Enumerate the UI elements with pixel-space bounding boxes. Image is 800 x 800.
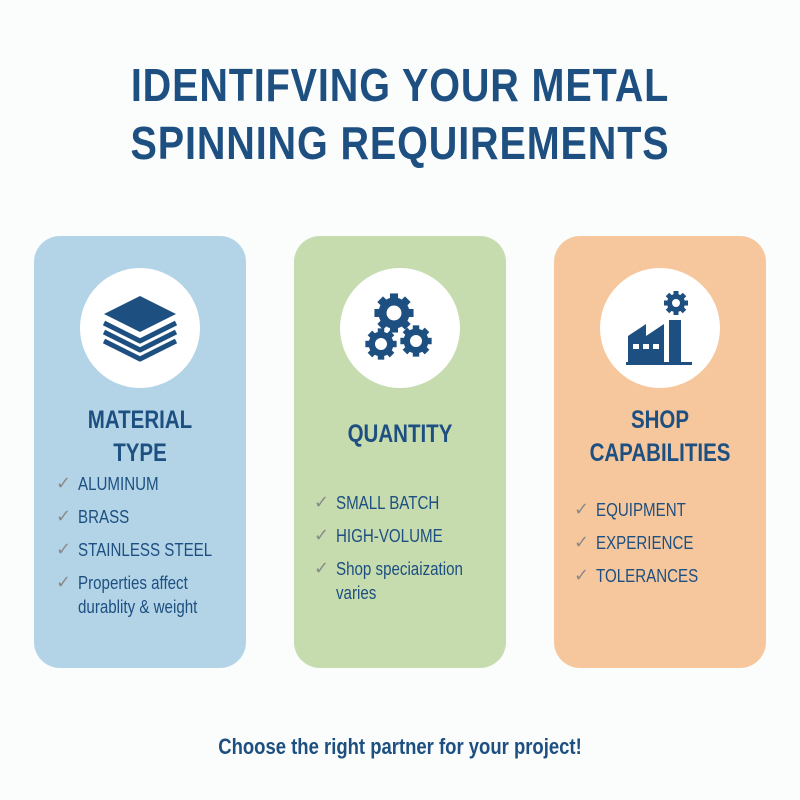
layers-icon bbox=[102, 296, 178, 362]
checkmark-icon: ✓ bbox=[574, 565, 590, 585]
item-text: HIGH-VOLUME bbox=[336, 526, 443, 546]
page-title: IDENTIFVING YOUR METAL SPINNING REQUIREM… bbox=[56, 56, 744, 172]
heading-line-2: CAPABILITIES bbox=[589, 439, 731, 467]
checkmark-icon: ✓ bbox=[56, 572, 72, 592]
heading-line-2: TYPE bbox=[113, 439, 167, 467]
checklist: ✓ EQUIPMENT ✓ EXPERIENCE ✓ TOLERANCES bbox=[574, 498, 764, 597]
item-text: Shop speciaization varies bbox=[336, 557, 463, 605]
card-quantity: QUANTITY ✓ SMALL BATCH ✓ HIGH-VOLUME ✓ S… bbox=[294, 236, 506, 668]
icon-circle bbox=[80, 268, 200, 388]
card-heading: MATERIAL TYPE bbox=[53, 404, 227, 470]
item-text: BRASS bbox=[78, 507, 130, 527]
icon-circle bbox=[340, 268, 460, 388]
gears-icon bbox=[364, 292, 436, 364]
checkmark-icon: ✓ bbox=[574, 532, 590, 552]
heading-line-1: MATERIAL bbox=[87, 406, 193, 434]
checkmark-icon: ✓ bbox=[56, 506, 72, 526]
factory-gear-icon bbox=[626, 291, 692, 365]
item-text: ALUMINUM bbox=[78, 474, 159, 494]
list-item: ✓ SMALL BATCH bbox=[314, 491, 504, 515]
card-material-type: MATERIAL TYPE ✓ ALUMINUM ✓ BRASS ✓ STAIN… bbox=[34, 236, 246, 668]
heading-line-1: QUANTITY bbox=[347, 420, 453, 448]
item-text: EQUIPMENT bbox=[596, 500, 686, 520]
list-item: ✓ ALUMINUM bbox=[56, 472, 246, 496]
checkmark-icon: ✓ bbox=[314, 492, 330, 512]
item-text: EXPERIENCE bbox=[596, 533, 694, 553]
item-text-line-2: varies bbox=[336, 583, 377, 603]
list-item: ✓ HIGH-VOLUME bbox=[314, 524, 504, 548]
list-item: ✓ Properties affect durablity & weight bbox=[56, 571, 246, 619]
checkmark-icon: ✓ bbox=[56, 539, 72, 559]
checkmark-icon: ✓ bbox=[314, 558, 330, 578]
title-line-2: SPINNING REQUIREMENTS bbox=[130, 117, 670, 169]
list-item: ✓ BRASS bbox=[56, 505, 246, 529]
list-item: ✓ Shop speciaization varies bbox=[314, 557, 504, 605]
card-heading: QUANTITY bbox=[313, 418, 487, 451]
list-item: ✓ TOLERANCES bbox=[574, 564, 764, 588]
item-text-line-1: Shop speciaization bbox=[336, 559, 463, 579]
list-item: ✓ EQUIPMENT bbox=[574, 498, 764, 522]
item-text-line-2: durablity & weight bbox=[78, 597, 198, 617]
item-text: SMALL BATCH bbox=[336, 493, 440, 513]
checkmark-icon: ✓ bbox=[314, 525, 330, 545]
item-text-line-1: Properties affect bbox=[78, 573, 188, 593]
item-text: STAINLESS STEEL bbox=[78, 540, 213, 560]
checklist: ✓ SMALL BATCH ✓ HIGH-VOLUME ✓ Shop speci… bbox=[314, 491, 504, 614]
list-item: ✓ EXPERIENCE bbox=[574, 531, 764, 555]
checkmark-icon: ✓ bbox=[574, 499, 590, 519]
card-shop-capabilities: SHOP CAPABILITIES ✓ EQUIPMENT ✓ EXPERIEN… bbox=[554, 236, 766, 668]
card-heading: SHOP CAPABILITIES bbox=[573, 404, 747, 470]
heading-line-1: SHOP bbox=[630, 406, 690, 434]
icon-circle bbox=[600, 268, 720, 388]
title-line-1: IDENTIFVING YOUR METAL bbox=[130, 59, 670, 111]
checkmark-icon: ✓ bbox=[56, 473, 72, 493]
item-text: Properties affect durablity & weight bbox=[78, 571, 197, 619]
footer-tagline: Choose the right partner for your projec… bbox=[218, 734, 582, 759]
list-item: ✓ STAINLESS STEEL bbox=[56, 538, 246, 562]
checklist: ✓ ALUMINUM ✓ BRASS ✓ STAINLESS STEEL ✓ P… bbox=[56, 472, 246, 628]
item-text: TOLERANCES bbox=[596, 566, 699, 586]
